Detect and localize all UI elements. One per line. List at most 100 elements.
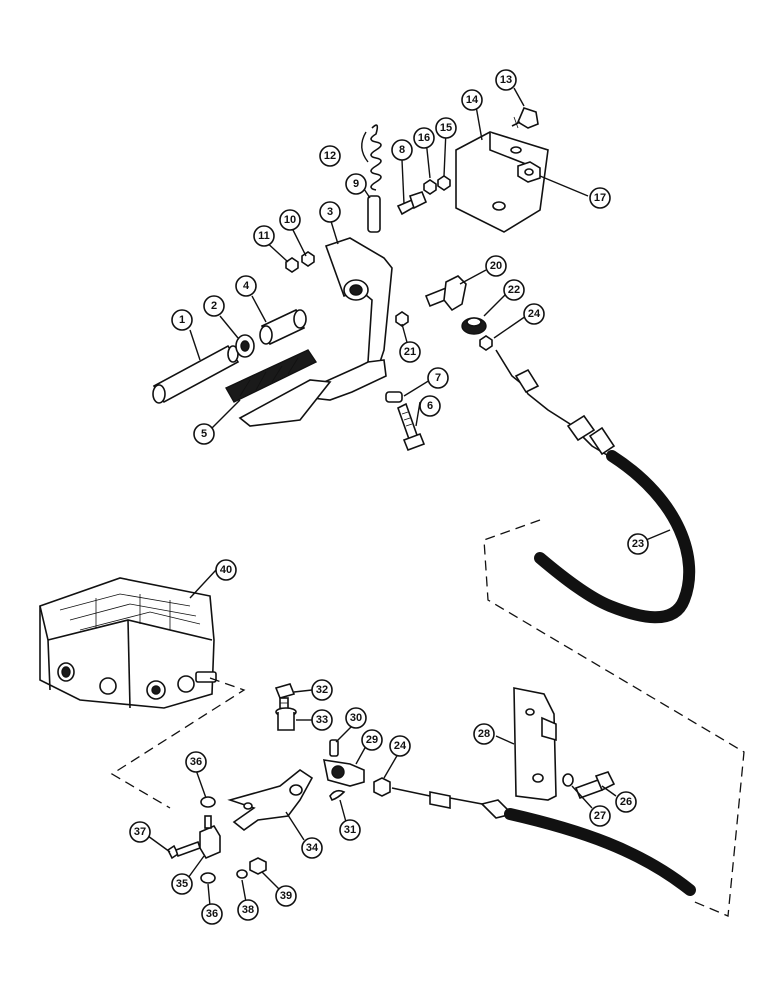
svg-text:5: 5 [201, 428, 207, 440]
callout-31: 31 [339, 819, 361, 841]
control-cable-lower [391, 787, 696, 896]
pedal-pad [225, 349, 318, 403]
svg-text:15: 15 [440, 122, 452, 134]
svg-text:8: 8 [399, 144, 405, 156]
control-cable-upper [495, 349, 696, 624]
svg-text:39: 39 [280, 890, 292, 902]
svg-text:12: 12 [324, 150, 336, 162]
svg-text:23: 23 [632, 538, 644, 550]
svg-text:11: 11 [258, 230, 270, 242]
svg-text:31: 31 [344, 824, 356, 836]
callout-40: 40 [215, 559, 237, 581]
pivot-block [199, 815, 221, 860]
svg-text:1: 1 [179, 314, 185, 326]
svg-text:3: 3 [327, 206, 333, 218]
svg-text:16: 16 [418, 132, 430, 144]
svg-text:20: 20 [490, 260, 502, 272]
svg-text:7: 7 [435, 372, 441, 384]
svg-text:40: 40 [220, 564, 232, 576]
grommet [461, 317, 487, 335]
svg-text:36: 36 [206, 908, 218, 920]
bracket-hole [492, 201, 506, 211]
callout-16: 16 [413, 127, 435, 149]
bolt [397, 402, 426, 452]
hex-nut [479, 335, 493, 351]
callout-37: 37 [129, 821, 151, 843]
callout-28: 28 [473, 723, 495, 745]
link-plate [367, 195, 381, 233]
svg-text:27: 27 [594, 810, 606, 822]
bushing [235, 334, 255, 358]
svg-text:29: 29 [366, 734, 378, 746]
washer [200, 872, 216, 884]
valve-routing-line [110, 677, 246, 809]
svg-text:14: 14 [466, 94, 479, 106]
callout-36-upper: 36 [185, 751, 207, 773]
svg-text:22: 22 [508, 284, 520, 296]
callout-2: 2 [203, 295, 225, 317]
callout-27: 27 [589, 805, 611, 827]
callout-17: 17 [589, 187, 611, 209]
callout-24-upper: 24 [523, 303, 545, 325]
callout-5: 5 [193, 423, 215, 445]
svg-text:6: 6 [427, 400, 433, 412]
callout-21: 21 [399, 341, 421, 363]
ball-joint [424, 275, 467, 312]
svg-text:35: 35 [176, 878, 188, 890]
lock-nut [423, 179, 437, 195]
svg-text:21: 21 [404, 346, 416, 358]
callout-32: 32 [311, 679, 333, 701]
bracket-hole [510, 146, 522, 154]
lock-nut [437, 175, 451, 191]
svg-text:13: 13 [500, 74, 512, 86]
svg-text:28: 28 [478, 728, 490, 740]
callout-34: 34 [301, 837, 323, 859]
svg-text:32: 32 [316, 684, 328, 696]
callout-7: 7 [427, 367, 449, 389]
hex-nut [373, 777, 391, 797]
svg-text:24: 24 [394, 740, 407, 752]
callout-35: 35 [171, 873, 193, 895]
svg-text:24: 24 [528, 308, 541, 320]
svg-text:17: 17 [594, 192, 606, 204]
svg-text:34: 34 [306, 842, 319, 854]
callout-12: 12 [319, 145, 341, 167]
callout-38: 38 [237, 899, 259, 921]
callout-24-lower: 24 [389, 735, 411, 757]
shift-lever [227, 769, 314, 832]
washer [200, 796, 216, 808]
hex-nut [517, 161, 541, 183]
spring [361, 124, 382, 191]
svg-text:33: 33 [316, 714, 328, 726]
hex-nut [249, 857, 267, 875]
callout-6: 6 [419, 395, 441, 417]
valve-body [39, 577, 217, 709]
svg-text:37: 37 [134, 826, 146, 838]
clevis [322, 759, 365, 787]
callout-4: 4 [235, 275, 257, 297]
callout-14: 14 [461, 89, 483, 111]
callout-11: 11 [253, 225, 275, 247]
svg-text:2: 2 [211, 300, 217, 312]
callout-8: 8 [391, 139, 413, 161]
spacer [275, 707, 297, 731]
pin [385, 391, 403, 403]
callout-30: 30 [345, 707, 367, 729]
svg-text:9: 9 [353, 178, 359, 190]
washer [562, 773, 574, 787]
callout-26: 26 [615, 791, 637, 813]
callout-23: 23 [627, 533, 649, 555]
bolt [396, 191, 428, 216]
pedal-arm [238, 237, 393, 427]
callout-3: 3 [319, 201, 341, 223]
hex-nut [395, 311, 409, 327]
callout-20: 20 [485, 255, 507, 277]
bolt [511, 107, 539, 129]
leader-lines [147, 87, 671, 907]
cable-bracket [513, 687, 557, 801]
callout-10: 10 [279, 209, 301, 231]
svg-text:36: 36 [190, 756, 202, 768]
callout-36-lower: 36 [201, 903, 223, 925]
callout-29: 29 [361, 729, 383, 751]
